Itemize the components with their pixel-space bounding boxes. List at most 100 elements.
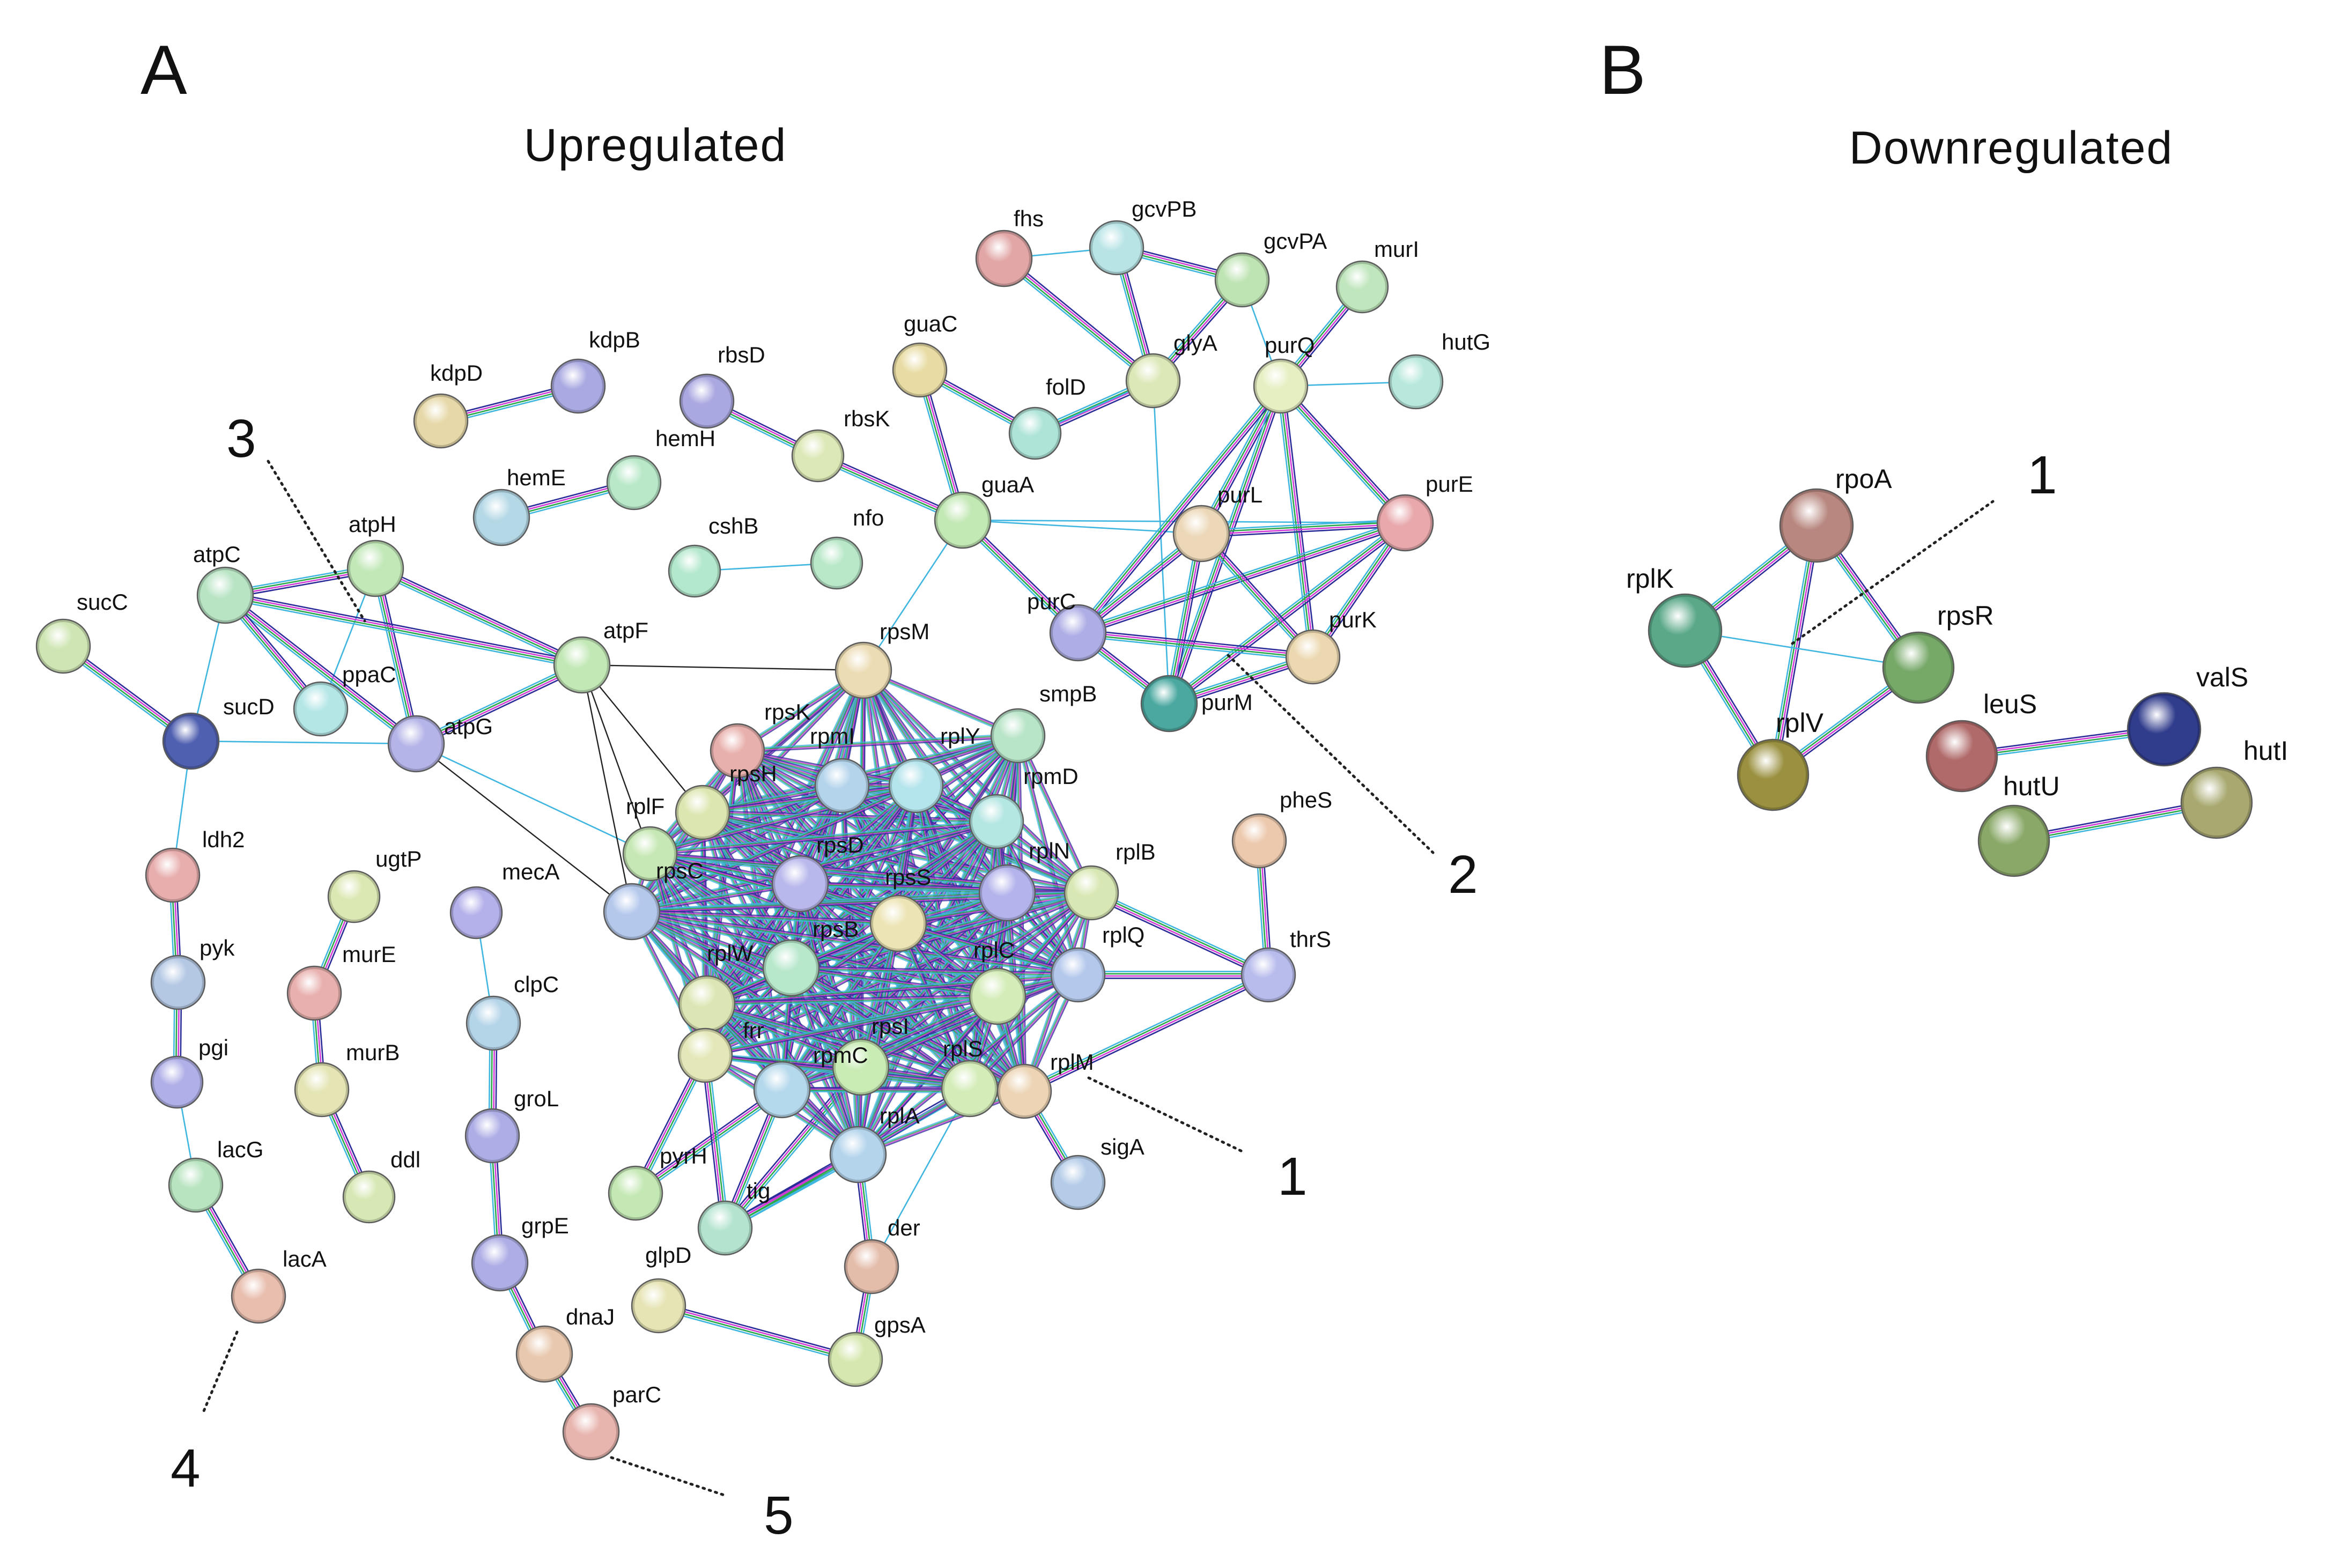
edge-stripe — [1006, 255, 1156, 379]
edge-stripe — [581, 664, 651, 854]
node-sphere — [168, 1157, 224, 1213]
edge-stripe — [1076, 384, 1281, 633]
edge-stripe — [1017, 735, 1080, 975]
edge-stripe — [1090, 893, 1268, 977]
node-sphere — [2180, 766, 2253, 839]
node-label-ldh2: ldh2 — [202, 827, 245, 852]
node-sphere — [562, 1403, 620, 1461]
edge-stripe — [632, 909, 860, 1154]
node-shade — [2127, 692, 2201, 766]
node-label-fhs: fhs — [1014, 206, 1044, 231]
node-mecA — [449, 886, 503, 940]
edge-stripe — [1166, 519, 1404, 702]
node-sphere — [553, 636, 611, 694]
node-shade — [1377, 494, 1434, 551]
edge-thrS-rplM — [1022, 971, 1271, 1095]
node-sphere — [1064, 865, 1119, 921]
node-sphere — [828, 1332, 883, 1387]
node-shade — [830, 1126, 887, 1183]
edge-stripe — [649, 820, 997, 854]
edge-stripe — [1278, 388, 1404, 526]
edge-purE-purM — [1166, 519, 1408, 707]
node-shade — [293, 682, 348, 736]
node-shade — [471, 1234, 528, 1291]
node-frr — [677, 1027, 733, 1083]
node-shade — [892, 343, 947, 397]
edge-stripe — [791, 968, 998, 999]
node-sphere — [835, 641, 892, 699]
node-shade — [1051, 948, 1105, 1002]
edge-stripe — [858, 1092, 1025, 1157]
edge-stripe — [659, 1301, 856, 1357]
node-sphere — [1253, 358, 1309, 414]
node-shade — [969, 968, 1026, 1025]
node-shade — [754, 1061, 810, 1118]
node-ugtP — [327, 870, 381, 923]
node-label-hemE: hemE — [507, 465, 566, 490]
node-label-rpsB: rpsB — [813, 916, 859, 942]
node-sphere — [1050, 1155, 1106, 1210]
edge-rpsB-rplC — [791, 965, 998, 999]
edge-stripe — [414, 661, 581, 742]
edge-stripe — [581, 664, 864, 671]
edge-purL-purM — [1165, 532, 1206, 705]
edge-stripe — [1775, 526, 1821, 776]
edge-stripe — [1152, 380, 1170, 704]
node-rplN — [978, 864, 1036, 922]
node-shade — [1050, 604, 1106, 661]
node-rplF — [622, 826, 678, 882]
node-sphere — [810, 536, 863, 590]
node-sphere — [1285, 629, 1341, 685]
node-purE — [1376, 494, 1434, 552]
node-label-mecA: mecA — [502, 859, 559, 884]
edge-stripe — [702, 783, 916, 812]
node-pheS — [1231, 813, 1287, 869]
node-tig — [697, 1200, 753, 1256]
edge-stripe — [781, 995, 998, 1090]
edge-stripe — [705, 1055, 727, 1228]
edge-stripe — [1769, 524, 1814, 775]
node-label-rpsS: rpsS — [885, 864, 931, 890]
edge-rpsC-rpsS — [631, 909, 899, 926]
edge-stripe — [1201, 523, 1406, 536]
node-label-rpsI: rpsI — [872, 1014, 909, 1039]
node-shade — [844, 1239, 899, 1294]
edge-stripe — [791, 967, 998, 998]
edge-stripe — [1025, 977, 1271, 1095]
node-shade — [1241, 948, 1296, 1002]
node-rplK — [1648, 593, 1723, 668]
edge-stripe — [855, 923, 898, 1155]
node-label-rpmI: rpmI — [810, 723, 855, 749]
node-label-rpsK: rpsK — [764, 699, 810, 724]
node-shade — [1232, 813, 1287, 868]
node-layer — [35, 220, 2253, 1461]
edge-stripe — [860, 735, 1020, 1068]
edge-stripe — [737, 735, 1018, 752]
edge-rpsH-rplY — [702, 783, 917, 815]
panel-b-letter: B — [1599, 31, 1646, 109]
node-sphere — [677, 1027, 733, 1083]
edge-stripe — [862, 520, 964, 671]
cluster-2-leader — [1227, 654, 1435, 854]
node-sphere — [771, 855, 829, 913]
node-shade — [678, 1028, 733, 1083]
node-atpF — [553, 636, 611, 694]
node-shade — [450, 886, 503, 939]
node-shade — [1926, 720, 1998, 792]
node-sphere — [150, 955, 206, 1010]
node-label-ddl: ddl — [390, 1147, 420, 1172]
node-shade — [294, 1062, 349, 1117]
node-gcvPA — [1214, 252, 1270, 308]
node-sphere — [346, 539, 404, 597]
edge-stripe — [898, 923, 1079, 977]
edge-stripe — [632, 786, 917, 914]
edge-stripe — [701, 1055, 723, 1229]
node-shade — [163, 713, 219, 770]
edge-stripe — [417, 667, 584, 748]
edge-stripe — [633, 1086, 781, 1191]
edge-stripe — [416, 743, 651, 855]
node-rpsK — [710, 723, 765, 779]
node-label-hemH: hemH — [655, 426, 715, 451]
edge-stripe — [631, 783, 916, 911]
node-sphere — [1214, 252, 1270, 308]
